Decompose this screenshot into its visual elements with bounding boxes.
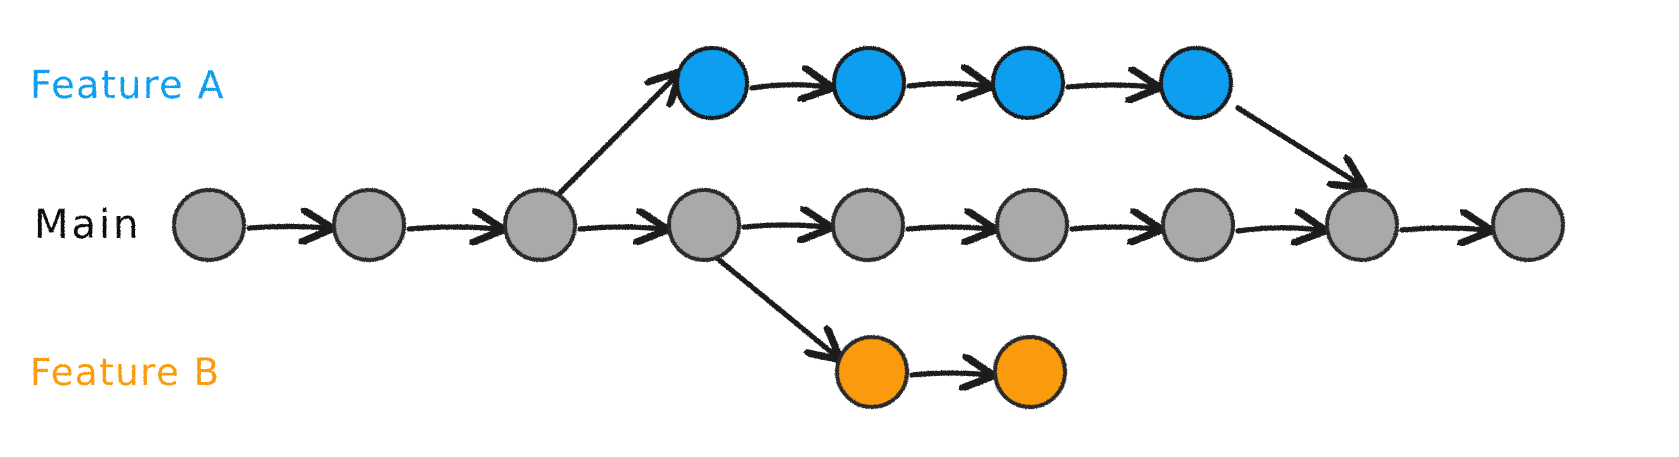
- commit-node-feature-b-2[interactable]: [993, 335, 1067, 409]
- edge-main-5-6: [905, 227, 990, 229]
- branch-label-main: Main: [34, 202, 142, 248]
- edge-main-4-5: [741, 225, 826, 227]
- commit-node-feature-b-1[interactable]: [835, 335, 909, 409]
- edge-branch-main-to-feature-b: [715, 256, 836, 356]
- commit-node-main-6[interactable]: [995, 188, 1069, 262]
- commit-node-feature-a-4[interactable]: [1159, 46, 1233, 120]
- edge-feature-a-2-3: [906, 84, 986, 87]
- commit-node-main-7[interactable]: [1161, 188, 1235, 262]
- label-layer: Feature A Main Feature B: [30, 63, 225, 394]
- commit-node-main-4[interactable]: [667, 188, 741, 262]
- commit-node-feature-a-1[interactable]: [675, 46, 749, 120]
- edge-feature-a-1-2: [749, 85, 827, 88]
- edge-feature-a-3-4: [1065, 85, 1154, 87]
- branch-label-feature-b: Feature B: [30, 351, 220, 394]
- node-layer: [172, 46, 1565, 409]
- edge-merge-feature-a-to-main: [1235, 105, 1359, 184]
- edge-main-3-4: [577, 227, 662, 229]
- edge-branch-main-to-feature-a: [553, 76, 676, 200]
- edge-feature-b-1-2: [909, 373, 988, 375]
- edge-main-1-2: [246, 227, 327, 229]
- commit-node-main-2[interactable]: [332, 188, 406, 262]
- commit-node-feature-a-2[interactable]: [832, 46, 906, 120]
- edge-main-8-9: [1399, 228, 1486, 230]
- commit-node-feature-a-3[interactable]: [991, 46, 1065, 120]
- edge-main-7-8: [1235, 228, 1320, 231]
- commit-node-main-3[interactable]: [503, 188, 577, 262]
- branch-label-feature-a: Feature A: [30, 63, 225, 107]
- edge-layer: [246, 76, 1486, 375]
- commit-node-main-8-merge[interactable]: [1325, 188, 1399, 262]
- edge-main-6-7: [1069, 227, 1156, 229]
- commit-node-main-5[interactable]: [831, 188, 905, 262]
- commit-node-main-9[interactable]: [1491, 188, 1565, 262]
- commit-node-main-1[interactable]: [172, 188, 246, 262]
- edge-main-2-3: [406, 227, 498, 229]
